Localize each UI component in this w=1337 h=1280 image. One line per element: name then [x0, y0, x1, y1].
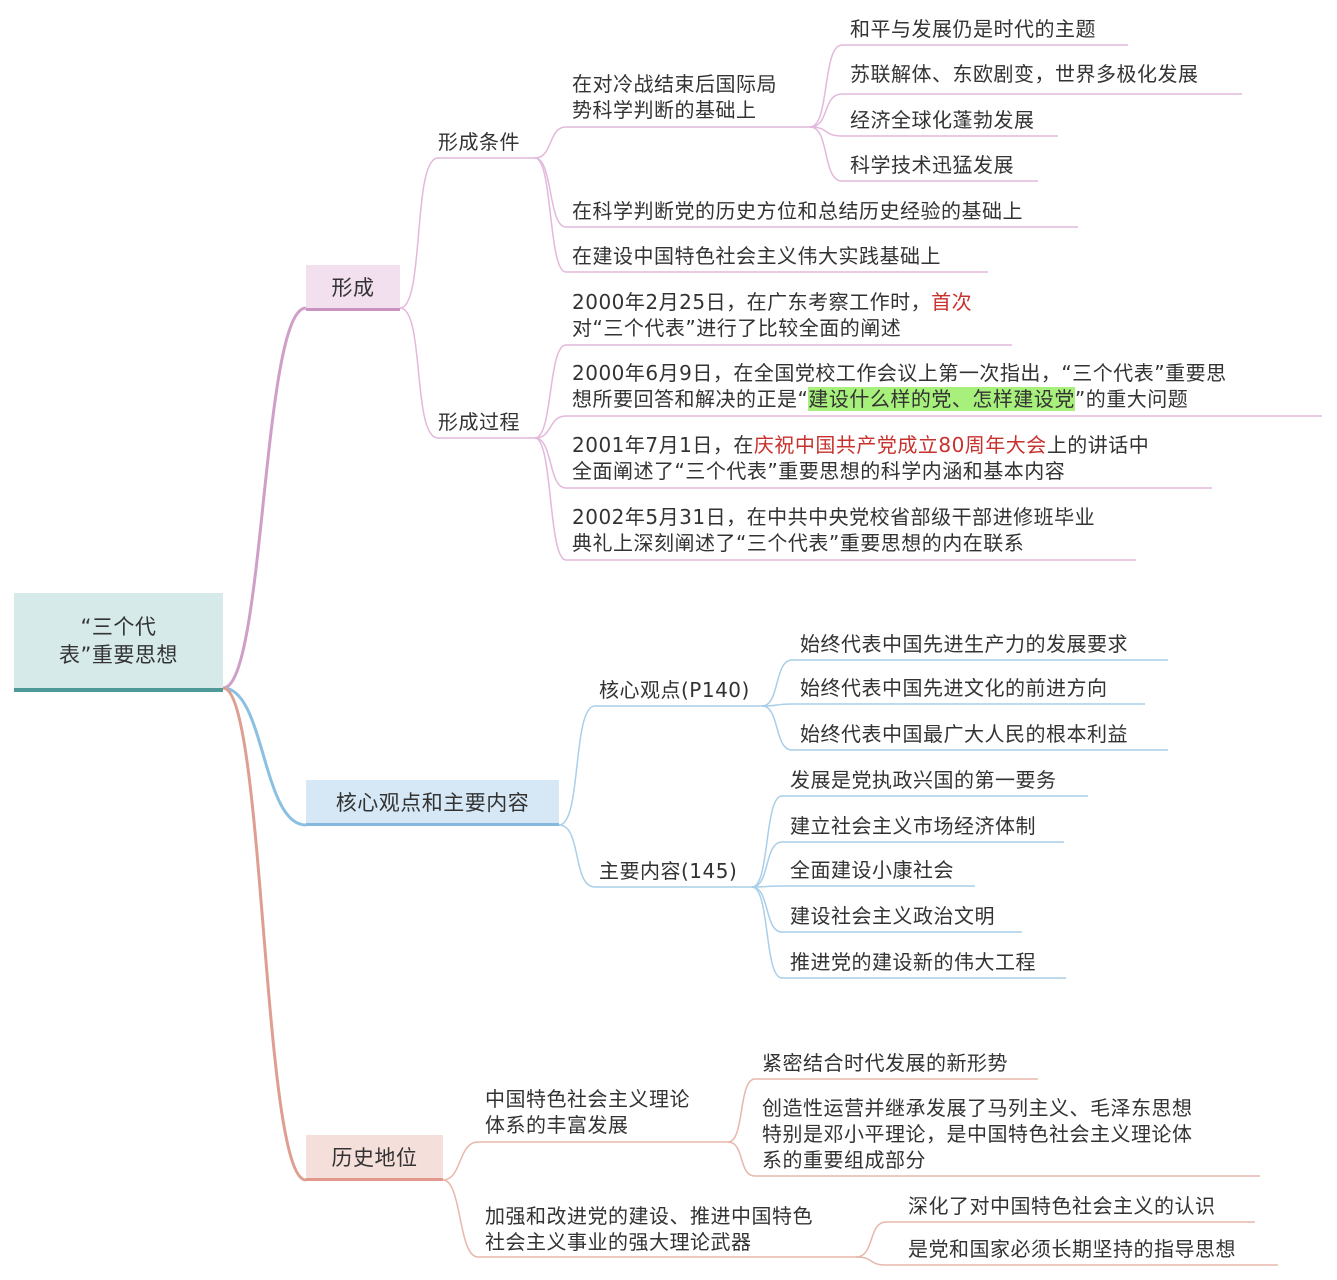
node-intl-item-1[interactable]: 和平与发展仍是时代的主题 — [850, 17, 1096, 41]
p2-text-a: 2000年6月9日，在全国党校工作会议上第一次指出，“三个代表”重要思 想所要回… — [572, 361, 1227, 411]
link-root-core — [222, 686, 307, 827]
link-content-item5 — [751, 886, 1066, 979]
node-conditions[interactable]: 形成条件 — [438, 130, 520, 154]
link-weapon-item2 — [855, 1256, 1278, 1266]
node-viewpoint-item-2[interactable]: 始终代表中国先进文化的前进方向 — [800, 676, 1108, 700]
link-intl-item3 — [809, 126, 1058, 137]
link-history-theory — [442, 1141, 728, 1181]
node-content-item-2[interactable]: 建立社会主义市场经济体制 — [790, 814, 1036, 838]
link-content-item4 — [751, 886, 1022, 933]
link-intl-item4 — [809, 126, 1038, 182]
link-intl-item2 — [809, 93, 1242, 128]
node-process-p2[interactable]: 2000年6月9日，在全国党校工作会议上第一次指出，“三个代表”重要思 想所要回… — [572, 360, 1227, 412]
link-conditions-international — [534, 126, 810, 159]
root-topic[interactable]: “三个代 表”重要思想 — [14, 593, 223, 692]
p1-text-b: 对“三个代表”进行了比较全面的阐述 — [572, 316, 902, 340]
node-process-p3[interactable]: 2001年7月1日，在庆祝中国共产党成立80周年大会上的讲话中 全面阐述了“三个… — [572, 432, 1149, 484]
link-viewpoint-item3 — [761, 705, 1168, 751]
link-formation-conditions — [399, 157, 535, 309]
branch-core[interactable]: 核心观点和主要内容 — [306, 780, 559, 826]
p3-text-a: 2001年7月1日，在 — [572, 433, 754, 457]
node-practice[interactable]: 在建设中国特色社会主义伟大实践基础上 — [572, 244, 941, 268]
link-conditions-practice — [534, 157, 988, 273]
link-process-p2 — [534, 415, 1322, 439]
link-history-weapon — [442, 1179, 856, 1258]
node-weapon-item-2[interactable]: 是党和国家必须长期坚持的指导思想 — [908, 1237, 1236, 1261]
node-historical[interactable]: 在科学判断党的历史方位和总结历史经验的基础上 — [572, 199, 1023, 223]
node-international[interactable]: 在对冷战结束后国际局 势科学判断的基础上 — [572, 72, 777, 122]
node-content-item-1[interactable]: 发展是党执政兴国的第一要务 — [790, 768, 1057, 792]
link-content-item3 — [751, 885, 975, 888]
link-theory-item1 — [727, 1078, 1038, 1143]
node-content-item-4[interactable]: 建设社会主义政治文明 — [790, 904, 995, 928]
node-theory-item-2[interactable]: 创造性运营并继承发展了马列主义、毛泽东思想 特别是邓小平理论，是中国特色社会主义… — [762, 1096, 1193, 1172]
link-viewpoint-item1 — [761, 659, 1168, 707]
p1-text-a: 2000年2月25日，在广东考察工作时， — [572, 290, 932, 314]
link-content-item2 — [751, 841, 1064, 888]
node-content-item-5[interactable]: 推进党的建设新的伟大工程 — [790, 950, 1036, 974]
link-process-p4 — [534, 437, 1136, 561]
node-weapon-item-1[interactable]: 深化了对中国特色社会主义的认识 — [908, 1194, 1216, 1218]
branch-history[interactable]: 历史地位 — [306, 1135, 443, 1181]
link-core-content — [558, 824, 752, 888]
link-core-viewpoint — [558, 705, 762, 826]
node-process[interactable]: 形成过程 — [438, 410, 520, 434]
p2-text-b: ”的重大问题 — [1074, 387, 1189, 411]
link-formation-process — [399, 307, 535, 439]
node-weapon[interactable]: 加强和改进党的建设、推进中国特色 社会主义事业的强大理论武器 — [485, 1204, 813, 1254]
p2-highlight-text: 建设什么样的党、怎样建设党 — [808, 387, 1075, 411]
node-intl-item-3[interactable]: 经济全球化蓬勃发展 — [850, 108, 1035, 132]
link-root-history — [222, 686, 307, 1182]
node-theory-item-1[interactable]: 紧密结合时代发展的新形势 — [762, 1051, 1008, 1075]
link-viewpoint-item2 — [761, 703, 1145, 707]
node-viewpoint-item-1[interactable]: 始终代表中国先进生产力的发展要求 — [800, 632, 1128, 656]
node-process-p1[interactable]: 2000年2月25日，在广东考察工作时，首次 对“三个代表”进行了比较全面的阐述 — [572, 289, 972, 341]
link-process-p1 — [534, 344, 1012, 439]
link-conditions-historical — [534, 157, 1078, 228]
link-weapon-item1 — [855, 1221, 1255, 1258]
node-content[interactable]: 主要内容(145) — [599, 859, 738, 883]
branch-formation[interactable]: 形成 — [306, 265, 400, 311]
node-theory[interactable]: 中国特色社会主义理论 体系的丰富发展 — [485, 1087, 690, 1137]
p1-red-text: 首次 — [931, 290, 973, 314]
p3-red-text: 庆祝中国共产党成立80周年大会 — [753, 433, 1047, 457]
node-intl-item-2[interactable]: 苏联解体、东欧剧变，世界多极化发展 — [850, 62, 1199, 86]
node-viewpoint[interactable]: 核心观点(P140) — [599, 678, 750, 702]
node-content-item-3[interactable]: 全面建设小康社会 — [790, 858, 954, 882]
p3-text-b: 上的讲话中 全面阐述了“三个代表”重要思想的科学内涵和基本内容 — [572, 433, 1150, 483]
link-process-p3 — [534, 437, 1212, 489]
node-intl-item-4[interactable]: 科学技术迅猛发展 — [850, 153, 1014, 177]
link-intl-item1 — [809, 44, 1128, 128]
node-process-p4[interactable]: 2002年5月31日，在中共中央党校省部级干部进修班毕业 典礼上深刻阐述了“三个… — [572, 505, 1096, 555]
link-content-item1 — [751, 795, 1088, 888]
link-theory-item2 — [727, 1141, 1260, 1177]
node-viewpoint-item-3[interactable]: 始终代表中国最广大人民的根本利益 — [800, 722, 1128, 746]
link-root-formation — [222, 306, 307, 690]
